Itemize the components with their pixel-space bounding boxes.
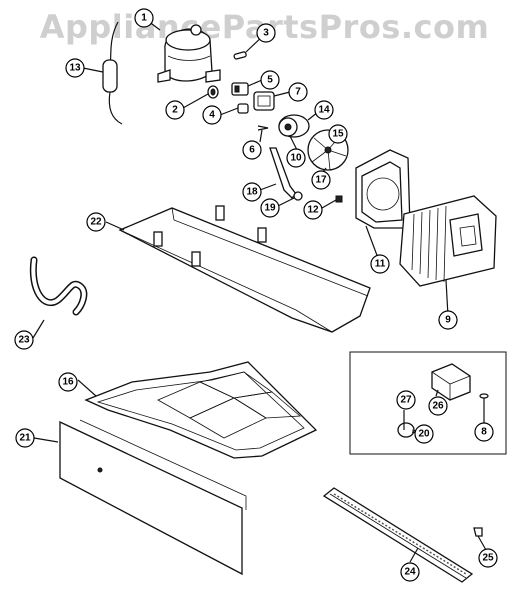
callout-5[interactable]: 5 xyxy=(260,70,280,90)
svg-text:23: 23 xyxy=(18,335,30,346)
callout-22[interactable]: 22 xyxy=(86,212,106,232)
svg-text:14: 14 xyxy=(318,105,330,116)
svg-text:15: 15 xyxy=(332,129,344,140)
callout-21[interactable]: 21 xyxy=(15,428,35,448)
callout-8[interactable]: 8 xyxy=(474,422,494,442)
svg-text:5: 5 xyxy=(267,75,273,86)
part-21-front-panel xyxy=(59,419,247,576)
part-16-drain-pan xyxy=(84,361,318,459)
callout-13[interactable]: 13 xyxy=(65,58,85,78)
callout-15[interactable]: 15 xyxy=(328,124,348,144)
part-7-capacitor xyxy=(253,91,275,111)
part-25-clip xyxy=(473,527,483,537)
callout-6[interactable]: 6 xyxy=(242,140,262,160)
part-14-fan-motor xyxy=(278,114,310,138)
part-11-fan-shroud xyxy=(355,149,411,229)
part-26-module xyxy=(431,363,471,401)
svg-text:12: 12 xyxy=(307,205,319,216)
svg-text:11: 11 xyxy=(375,259,386,270)
callout-2[interactable]: 2 xyxy=(165,100,185,120)
callout-3[interactable]: 3 xyxy=(256,23,276,43)
svg-text:6: 6 xyxy=(249,145,255,156)
svg-text:16: 16 xyxy=(62,377,74,388)
callout-19[interactable]: 19 xyxy=(260,198,280,218)
svg-text:17: 17 xyxy=(315,175,327,186)
part-24-grille xyxy=(322,487,474,583)
svg-text:2: 2 xyxy=(172,105,178,116)
svg-text:22: 22 xyxy=(90,217,102,228)
part-12-screw xyxy=(335,195,343,203)
svg-text:24: 24 xyxy=(404,567,416,578)
callouts: 1 13 3 2 5 4 7 6 14 15 10 17 18 19 12 11… xyxy=(14,8,498,582)
callout-18[interactable]: 18 xyxy=(242,182,262,202)
part-27-knob xyxy=(397,422,415,438)
svg-text:25: 25 xyxy=(482,553,494,564)
part-6-clip xyxy=(257,125,269,131)
svg-text:21: 21 xyxy=(19,433,31,444)
part-23-drain-hose xyxy=(29,256,88,316)
callout-27[interactable]: 27 xyxy=(396,390,416,410)
callout-26[interactable]: 26 xyxy=(428,396,448,416)
callout-11[interactable]: 11 xyxy=(370,254,390,274)
svg-text:18: 18 xyxy=(246,187,258,198)
callout-1[interactable]: 1 xyxy=(134,8,154,28)
inset-box xyxy=(349,351,507,455)
callout-7[interactable]: 7 xyxy=(288,82,308,102)
part-2-grommet xyxy=(207,85,219,99)
svg-text:4: 4 xyxy=(209,110,215,121)
callout-4[interactable]: 4 xyxy=(202,105,222,125)
callout-17[interactable]: 17 xyxy=(311,170,331,190)
callout-16[interactable]: 16 xyxy=(58,372,78,392)
part-13-overload-cord xyxy=(102,21,123,125)
svg-text:19: 19 xyxy=(264,203,276,214)
svg-text:7: 7 xyxy=(295,87,301,98)
part-3-clip xyxy=(233,51,247,60)
svg-text:1: 1 xyxy=(141,13,147,24)
callout-12[interactable]: 12 xyxy=(303,200,323,220)
callout-24[interactable]: 24 xyxy=(400,562,420,582)
svg-text:8: 8 xyxy=(481,427,487,438)
svg-text:10: 10 xyxy=(290,153,302,164)
callout-9[interactable]: 9 xyxy=(438,310,458,330)
callout-25[interactable]: 25 xyxy=(478,548,498,568)
svg-text:26: 26 xyxy=(432,401,444,412)
part-4-connector xyxy=(237,103,249,114)
svg-text:3: 3 xyxy=(263,28,269,39)
part-19-grommet xyxy=(293,191,303,201)
svg-text:27: 27 xyxy=(400,395,412,406)
part-22-base-pan xyxy=(118,205,371,333)
svg-text:20: 20 xyxy=(418,429,430,440)
part-5-relay xyxy=(231,82,249,96)
callout-10[interactable]: 10 xyxy=(286,148,306,168)
part-1-compressor xyxy=(157,24,221,83)
callout-23[interactable]: 23 xyxy=(14,330,34,350)
part-9-condenser xyxy=(399,195,497,287)
callout-14[interactable]: 14 xyxy=(314,100,334,120)
callout-20[interactable]: 20 xyxy=(414,424,434,444)
svg-text:13: 13 xyxy=(69,63,81,74)
part-8-bolt xyxy=(479,393,489,412)
svg-text:9: 9 xyxy=(445,315,451,326)
